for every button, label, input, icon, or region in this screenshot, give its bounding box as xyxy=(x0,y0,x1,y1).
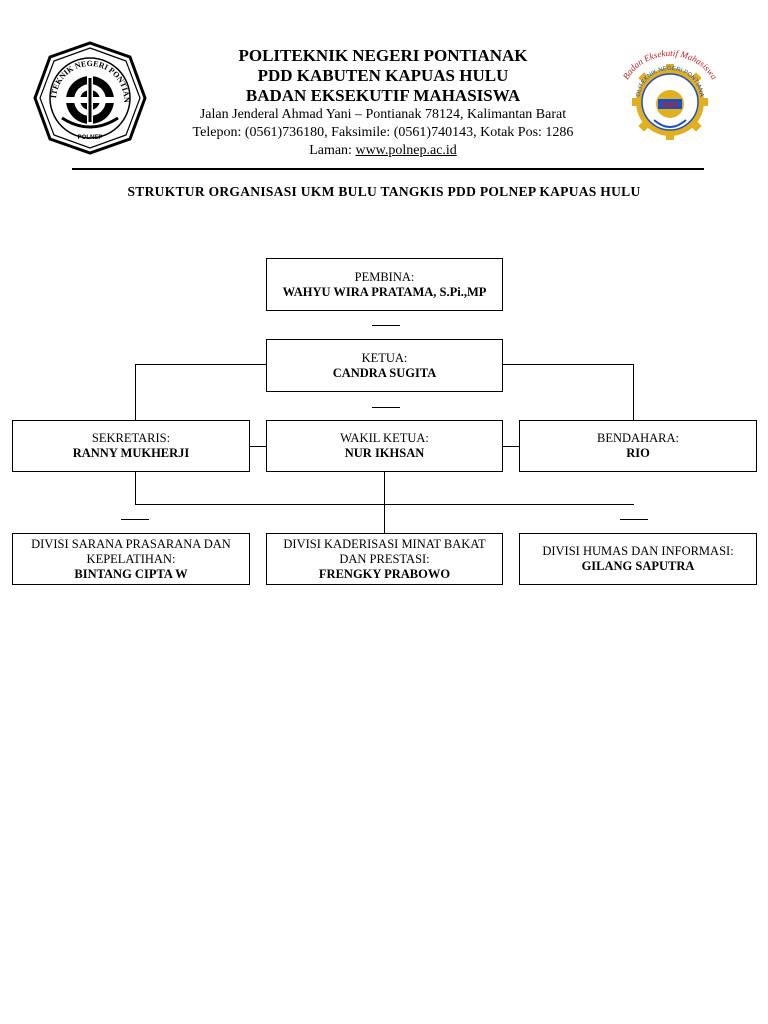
connector xyxy=(121,519,149,521)
institution-name: POLITEKNIK NEGERI PONTIANAK xyxy=(238,46,528,65)
sekretaris-name: RANNY MUKHERJI xyxy=(72,446,190,460)
contact-line: Telepon: (0561)736180, Faksimile: (0561)… xyxy=(192,125,574,140)
divisi-sarana-role-1: DIVISI SARANA PRASARANA DAN xyxy=(31,536,231,551)
website-label: Laman: xyxy=(309,143,356,158)
connector xyxy=(135,364,266,366)
box-bendahara: BENDAHARA: RIO xyxy=(519,420,757,472)
connector xyxy=(372,325,400,327)
box-divisi-sarana: DIVISI SARANA PRASARANA DAN KEPELATIHAN:… xyxy=(12,533,250,585)
sekretaris-role: SEKRETARIS: xyxy=(91,431,171,445)
document-title: STRUKTUR ORGANISASI UKM BULU TANGKIS PDD… xyxy=(127,184,641,199)
bendahara-role: BENDAHARA: xyxy=(597,431,679,445)
box-divisi-humas: DIVISI HUMAS DAN INFORMASI: GILANG SAPUT… xyxy=(519,533,757,585)
connector xyxy=(633,364,635,420)
connector xyxy=(502,364,634,366)
address-line: Jalan Jenderal Ahmad Yani – Pontianak 78… xyxy=(199,107,567,122)
pembina-name: WAHYU WIRA PRATAMA, S.Pi.,MP xyxy=(282,284,487,299)
campus-name: PDD KABUTEN KAPUAS HULU xyxy=(257,66,509,85)
wakil-ketua-name: NUR IKHSAN xyxy=(344,446,425,460)
box-divisi-kaderisasi: DIVISI KADERISASI MINAT BAKAT DAN PRESTA… xyxy=(266,533,503,585)
bendahara-name: RIO xyxy=(626,446,650,460)
divisi-humas-role: DIVISI HUMAS DAN INFORMASI: xyxy=(542,544,734,558)
divisi-kaderisasi-role-2: DAN PRESTASI: xyxy=(339,551,430,566)
pembina-role: PEMBINA: xyxy=(354,269,415,284)
header-divider xyxy=(72,168,704,170)
connector xyxy=(135,364,137,420)
bem-logo-center-text: BEM xyxy=(662,102,678,109)
ketua-role: KETUA: xyxy=(361,350,408,365)
website-link[interactable]: www.polnep.ac.id xyxy=(355,143,457,158)
connector xyxy=(372,407,400,409)
box-wakil-ketua: WAKIL KETUA: NUR IKHSAN xyxy=(266,420,503,472)
box-sekretaris: SEKRETARIS: RANNY MUKHERJI xyxy=(12,420,250,472)
box-ketua: KETUA: CANDRA SUGITA xyxy=(266,339,503,392)
organization-name: BADAN EKSEKUTIF MAHASISWA xyxy=(245,86,521,105)
divisi-kaderisasi-name: FRENGKY PRABOWO xyxy=(318,566,451,581)
ketua-name: CANDRA SUGITA xyxy=(332,365,437,380)
website-line: Laman: www.polnep.ac.id xyxy=(150,142,616,160)
wakil-ketua-role: WAKIL KETUA: xyxy=(340,431,429,445)
polnep-logo: POLITEKNIK NEGERI PONTIANAK POLNEP xyxy=(32,40,147,155)
connector xyxy=(502,446,519,448)
connector xyxy=(249,446,266,448)
box-pembina: PEMBINA: WAHYU WIRA PRATAMA, S.Pi.,MP xyxy=(266,258,503,311)
letterhead: POLITEKNIK NEGERI PONTIANAK PDD KABUTEN … xyxy=(150,46,616,160)
connector xyxy=(620,519,648,521)
connector xyxy=(135,504,634,506)
bem-logo: Badan Eksekutif Mahasiswa POLITEKNIK NEG… xyxy=(610,44,719,140)
divisi-kaderisasi-role-1: DIVISI KADERISASI MINAT BAKAT xyxy=(283,536,486,551)
divisi-sarana-role-2: KEPELATIHAN: xyxy=(86,551,176,566)
connector xyxy=(135,472,137,504)
divisi-humas-name: GILANG SAPUTRA xyxy=(581,559,695,573)
connector xyxy=(384,472,386,533)
divisi-sarana-name: BINTANG CIPTA W xyxy=(74,566,188,581)
polnep-logo-label: POLNEP xyxy=(78,135,103,141)
